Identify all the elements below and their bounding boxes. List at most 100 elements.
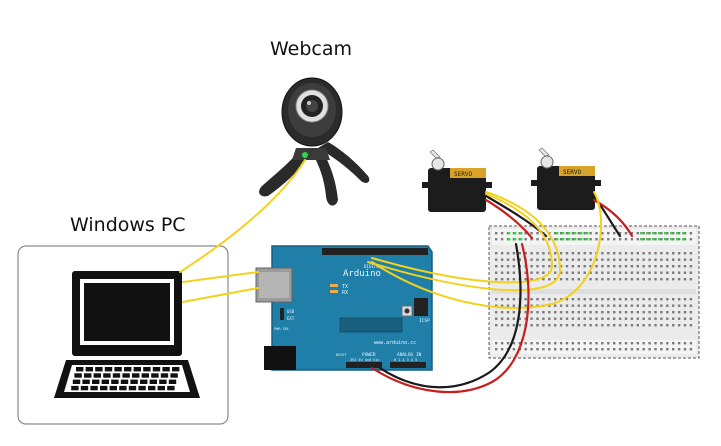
breadboard-hole: [554, 238, 557, 241]
breadboard-hole: [530, 324, 533, 327]
breadboard-hole: [559, 265, 563, 268]
breadboard-hole: [601, 258, 604, 261]
breadboard-hole: [660, 304, 663, 307]
breadboard-hole: [583, 342, 586, 345]
breadboard-hole: [607, 278, 610, 281]
breadboard-hole: [495, 252, 498, 255]
breadboard-hole: [666, 304, 669, 307]
breadboard-hole: [495, 304, 498, 307]
breadboard-hole: [514, 232, 517, 235]
breadboard-hole: [672, 311, 675, 314]
breadboard-hole: [554, 317, 557, 320]
breadboard-hole: [666, 278, 669, 281]
servo-right-label: SERVO: [563, 169, 581, 176]
breadboard-hole: [518, 238, 521, 241]
breadboard-hole: [642, 342, 645, 345]
webcam-label: Webcam: [270, 38, 353, 60]
breadboard-hole: [548, 265, 551, 268]
keyboard-key: [159, 379, 167, 384]
breadboard-hole: [683, 348, 687, 351]
breadboard-hole: [506, 324, 510, 327]
breadboard-hole: [500, 232, 504, 235]
breadboard-hole: [607, 252, 610, 255]
analog-pins-label: 0 1 2 3 4 5: [394, 358, 417, 362]
breadboard-hole: [666, 311, 669, 314]
breadboard-hole: [683, 317, 687, 320]
tx-label: TX: [342, 284, 348, 290]
breadboard-hole: [630, 265, 634, 268]
breadboard-hole: [660, 271, 663, 274]
keyboard-key: [148, 385, 156, 391]
breadboard-hole: [583, 317, 586, 320]
keyboard-key: [122, 373, 130, 378]
breadboard-hole: [618, 271, 622, 274]
breadboard-hole: [654, 317, 657, 320]
breadboard-hole: [624, 298, 628, 301]
breadboard-hole: [660, 232, 663, 235]
servo-right-signal-wire: [371, 191, 603, 309]
breadboard-hole: [512, 324, 516, 327]
breadboard-hole: [565, 317, 569, 320]
breadboard-hole: [689, 298, 693, 301]
breadboard-hole: [577, 317, 580, 320]
breadboard-hole: [677, 232, 681, 235]
breadboard-hole: [530, 271, 533, 274]
breadboard-hole: [495, 324, 498, 327]
servo-left-signal-wire-2: [371, 193, 554, 284]
breadboard-hole: [589, 342, 592, 345]
keyboard-key: [101, 379, 109, 384]
breadboard-hole: [642, 348, 645, 351]
webcam-cable: [179, 159, 306, 273]
breadboard-hole: [595, 304, 598, 307]
breadboard-hole: [683, 238, 687, 241]
breadboard-hole: [574, 238, 577, 241]
breadboard-hole: [607, 238, 610, 241]
breadboard-hole: [607, 304, 610, 307]
breadboard-hole: [666, 348, 669, 351]
keyboard-key: [119, 385, 127, 391]
breadboard-hole: [618, 258, 622, 261]
breadboard-hole: [580, 232, 583, 235]
breadboard-hole: [636, 311, 639, 314]
breadboard-hole: [530, 304, 533, 307]
breadboard-hole: [607, 311, 610, 314]
power-return-wire: [370, 242, 530, 394]
breadboard-hole: [554, 232, 557, 235]
breadboard-hole: [500, 271, 504, 274]
keyboard-key: [85, 367, 93, 372]
breadboard-hole: [589, 271, 592, 274]
breadboard-hole: [580, 238, 583, 241]
breadboard-hole: [689, 258, 693, 261]
breadboard-hole: [586, 238, 589, 241]
breadboard-hole: [636, 271, 639, 274]
breadboard-hole: [571, 304, 575, 307]
breadboard-hole: [512, 342, 516, 345]
breadboard-hole: [666, 342, 669, 345]
breadboard-hole: [624, 342, 628, 345]
breadboard-hole: [583, 348, 586, 351]
breadboard-hole: [666, 232, 669, 235]
breadboard-hole: [624, 278, 628, 281]
breadboard-hole: [512, 252, 516, 255]
keyboard-key: [157, 385, 165, 391]
breadboard-hole: [636, 278, 639, 281]
breadboard-hole: [636, 252, 639, 255]
breadboard-hole: [601, 232, 604, 235]
breadboard-hole: [524, 317, 527, 320]
breadboard-hole: [559, 271, 563, 274]
breadboard-hole: [630, 348, 634, 351]
breadboard-hole: [601, 298, 604, 301]
breadboard-hole: [506, 342, 510, 345]
breadboard-hole: [536, 258, 539, 261]
breadboard-hole: [565, 271, 569, 274]
breadboard-hole: [571, 342, 575, 345]
breadboard-hole: [524, 238, 527, 241]
breadboard-hole: [495, 311, 498, 314]
breadboard-hole: [683, 324, 687, 327]
breadboard-hole: [677, 252, 681, 255]
breadboard-hole: [595, 238, 598, 241]
breadboard-hole: [654, 265, 657, 268]
breadboard-hole: [524, 252, 527, 255]
